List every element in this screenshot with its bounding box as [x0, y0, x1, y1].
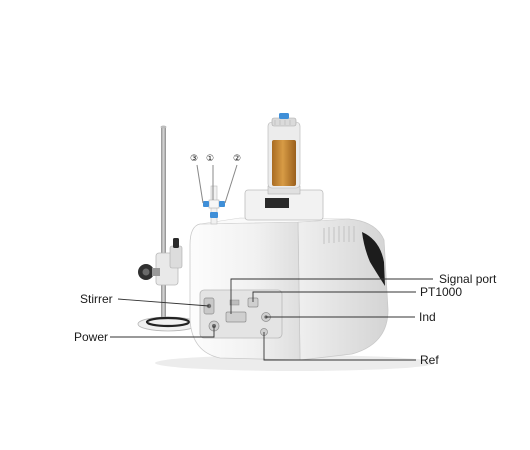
usb-socket [229, 299, 240, 306]
power-label: Power [74, 330, 108, 344]
reagent-column [272, 140, 296, 186]
port-1-number: ① [206, 154, 214, 164]
stand-rod-cap [160, 125, 167, 129]
ind-label: Ind [419, 310, 436, 324]
floor-shadow [155, 355, 435, 371]
bottle-top-blue [279, 113, 289, 119]
valve-assembly [196, 164, 238, 225]
electrode-holder [169, 245, 183, 269]
side-vents [323, 226, 355, 244]
stand-rod [161, 126, 166, 326]
burette-window [265, 198, 289, 208]
instrument-body [189, 217, 389, 361]
connector-panel [199, 289, 283, 339]
side-window [362, 232, 385, 286]
power-leader [110, 326, 215, 338]
valve-fitting-right [219, 201, 225, 207]
tube-to-port-2 [224, 164, 238, 204]
pt1000-leader [252, 291, 416, 302]
valve-fitting-left [203, 201, 209, 207]
dosing-unit [244, 113, 324, 221]
signal-port-label: Signal port [439, 272, 497, 286]
signal-port-socket [225, 311, 247, 323]
clamp-knob-hub [142, 268, 150, 276]
electrode-stand [137, 125, 199, 332]
stirrer-leader [117, 298, 210, 307]
pt1000-label: PT1000 [420, 285, 462, 299]
signal-port-leader [230, 278, 433, 314]
tube-to-port-3 [196, 164, 204, 204]
stirrer-label: Stirrer [80, 292, 113, 306]
ref-label: Ref [420, 353, 439, 367]
ref-leader [263, 332, 416, 361]
port-2-number: ② [233, 154, 241, 164]
body-side [297, 218, 389, 361]
valve-tube-top [208, 199, 220, 209]
port-3-number: ③ [190, 154, 198, 164]
cap-ribs [274, 120, 291, 125]
stand-base-ring [145, 316, 191, 328]
clamp-arm [152, 268, 160, 276]
electrode-tip [173, 238, 179, 248]
bottle-cap [271, 117, 297, 127]
valve-fitting-center [210, 212, 218, 218]
